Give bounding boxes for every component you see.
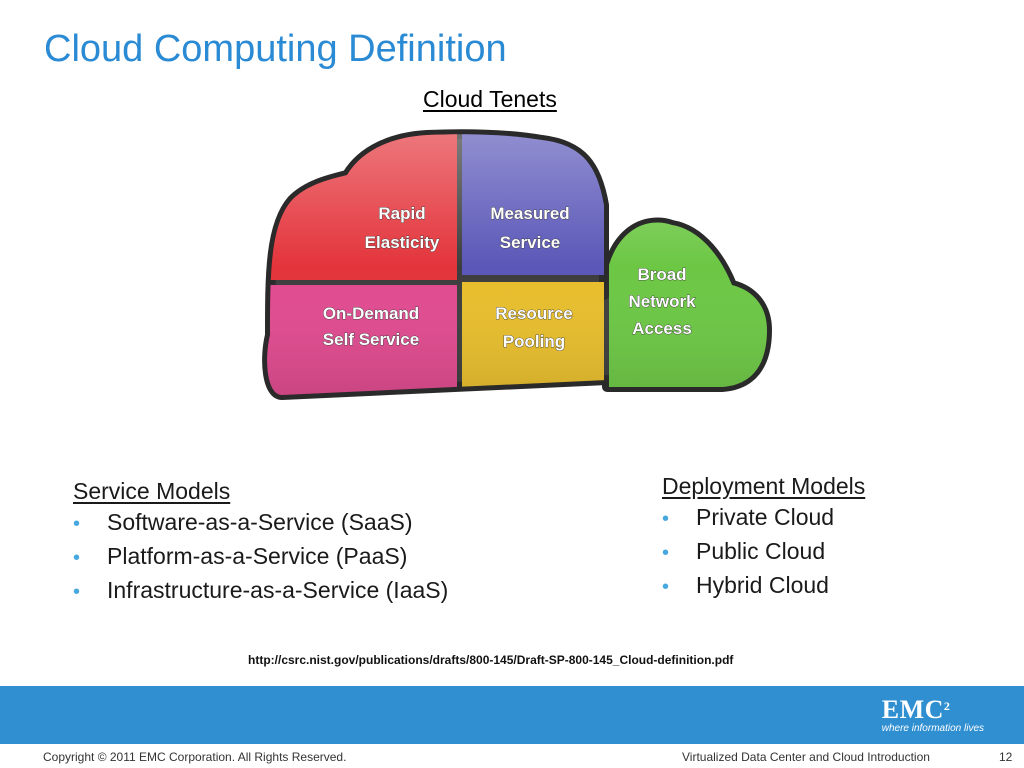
list-item: •Private Cloud: [662, 504, 835, 530]
bullet-icon: •: [73, 581, 81, 603]
bullet-icon: •: [662, 576, 670, 598]
rapid-elasticity-label-2: Elasticity: [365, 233, 440, 252]
service-models-heading: Service Models: [73, 478, 231, 504]
slide-title: Cloud Computing Definition: [44, 28, 507, 70]
cloud-tenets-label: Cloud Tenets: [423, 86, 557, 112]
deployment-models-heading: Deployment Models: [662, 473, 866, 499]
bullet-icon: •: [73, 513, 81, 535]
page-number: 12: [999, 750, 1013, 764]
list-item: •Public Cloud: [662, 538, 826, 564]
copyright-text: Copyright © 2011 EMC Corporation. All Ri…: [43, 750, 347, 764]
on-demand-label-1: On-Demand: [323, 304, 419, 323]
broad-network-label-3: Access: [632, 319, 692, 338]
bullet-icon: •: [73, 547, 81, 569]
list-item: •Platform-as-a-Service (PaaS): [73, 543, 408, 569]
resource-pooling-label-1: Resource: [495, 304, 572, 323]
list-item: •Hybrid Cloud: [662, 572, 829, 598]
rapid-elasticity-label-1: Rapid: [378, 204, 425, 223]
footer-band: EMC2 where information lives: [0, 686, 1024, 744]
list-item: •Infrastructure-as-a-Service (IaaS): [73, 577, 449, 603]
cloud-tenets-diagram: Rapid Elasticity Measured Service On-Dem…: [262, 125, 782, 410]
deployment-models-section: Deployment Models •Private Cloud •Public…: [662, 473, 865, 606]
broad-network-label-2: Network: [628, 292, 696, 311]
measured-service-label-1: Measured: [490, 204, 569, 223]
service-models-section: Service Models •Software-as-a-Service (S…: [73, 478, 448, 611]
on-demand-label-2: Self Service: [323, 330, 419, 349]
source-url-link[interactable]: http://csrc.nist.gov/publications/drafts…: [248, 653, 734, 667]
bullet-icon: •: [662, 508, 670, 530]
measured-service-label-2: Service: [500, 233, 561, 252]
broad-network-label-1: Broad: [637, 265, 686, 284]
list-item: •Software-as-a-Service (SaaS): [73, 509, 413, 535]
bullet-icon: •: [662, 542, 670, 564]
emc-logo: EMC2 where information lives: [881, 695, 984, 735]
resource-pooling-label-2: Pooling: [503, 332, 565, 351]
course-title: Virtualized Data Center and Cloud Introd…: [682, 750, 930, 764]
